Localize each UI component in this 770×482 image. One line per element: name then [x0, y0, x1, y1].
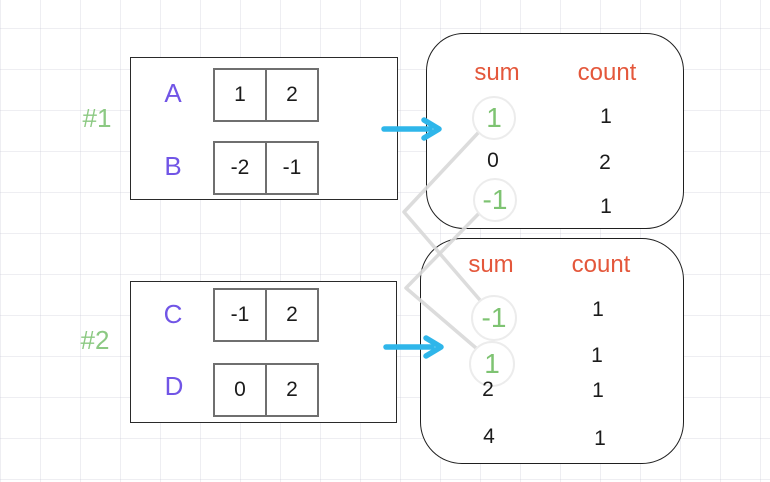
array-c-cells: -1 2 [213, 288, 319, 342]
array-cell: -2 [213, 141, 267, 195]
sum-value: 0 [487, 149, 499, 172]
highlight-circle: -1 [473, 178, 517, 222]
sum-value: 2 [482, 378, 494, 401]
count-value: 1 [592, 298, 604, 321]
highlight-circle: 1 [472, 96, 516, 140]
highlight-circle: -1 [471, 295, 517, 341]
array-b-cells: -2 -1 [213, 141, 319, 195]
sum-header: sum [474, 59, 520, 86]
sum-header: sum [468, 251, 514, 278]
sum-value: -1 [482, 184, 508, 215]
array-cell: 2 [265, 288, 319, 342]
count-value: 2 [599, 151, 611, 174]
array-cell: 0 [213, 363, 267, 417]
count-header: count [571, 251, 631, 278]
group-1-label: #1 [82, 102, 112, 133]
count-value: 1 [600, 105, 612, 128]
array-cell: 2 [265, 363, 319, 417]
array-cell: -1 [265, 141, 319, 195]
count-value: 1 [592, 379, 604, 402]
array-c-label: C [163, 298, 183, 329]
count-value: 1 [594, 427, 606, 450]
array-d-cells: 0 2 [213, 363, 319, 417]
array-a-label: A [164, 77, 182, 108]
array-cell: -1 [213, 288, 267, 342]
sum-value: -1 [481, 302, 507, 333]
array-b-label: B [164, 150, 182, 181]
sum-value: 1 [486, 102, 502, 133]
count-value: 1 [600, 195, 612, 218]
group-2-label: #2 [80, 324, 110, 355]
array-cell: 2 [265, 68, 319, 122]
array-d-label: D [164, 370, 184, 401]
array-a-cells: 1 2 [213, 68, 319, 122]
count-header: count [577, 59, 637, 86]
array-cell: 1 [213, 68, 267, 122]
count-value: 1 [591, 344, 603, 367]
sum-value: 4 [483, 425, 495, 448]
